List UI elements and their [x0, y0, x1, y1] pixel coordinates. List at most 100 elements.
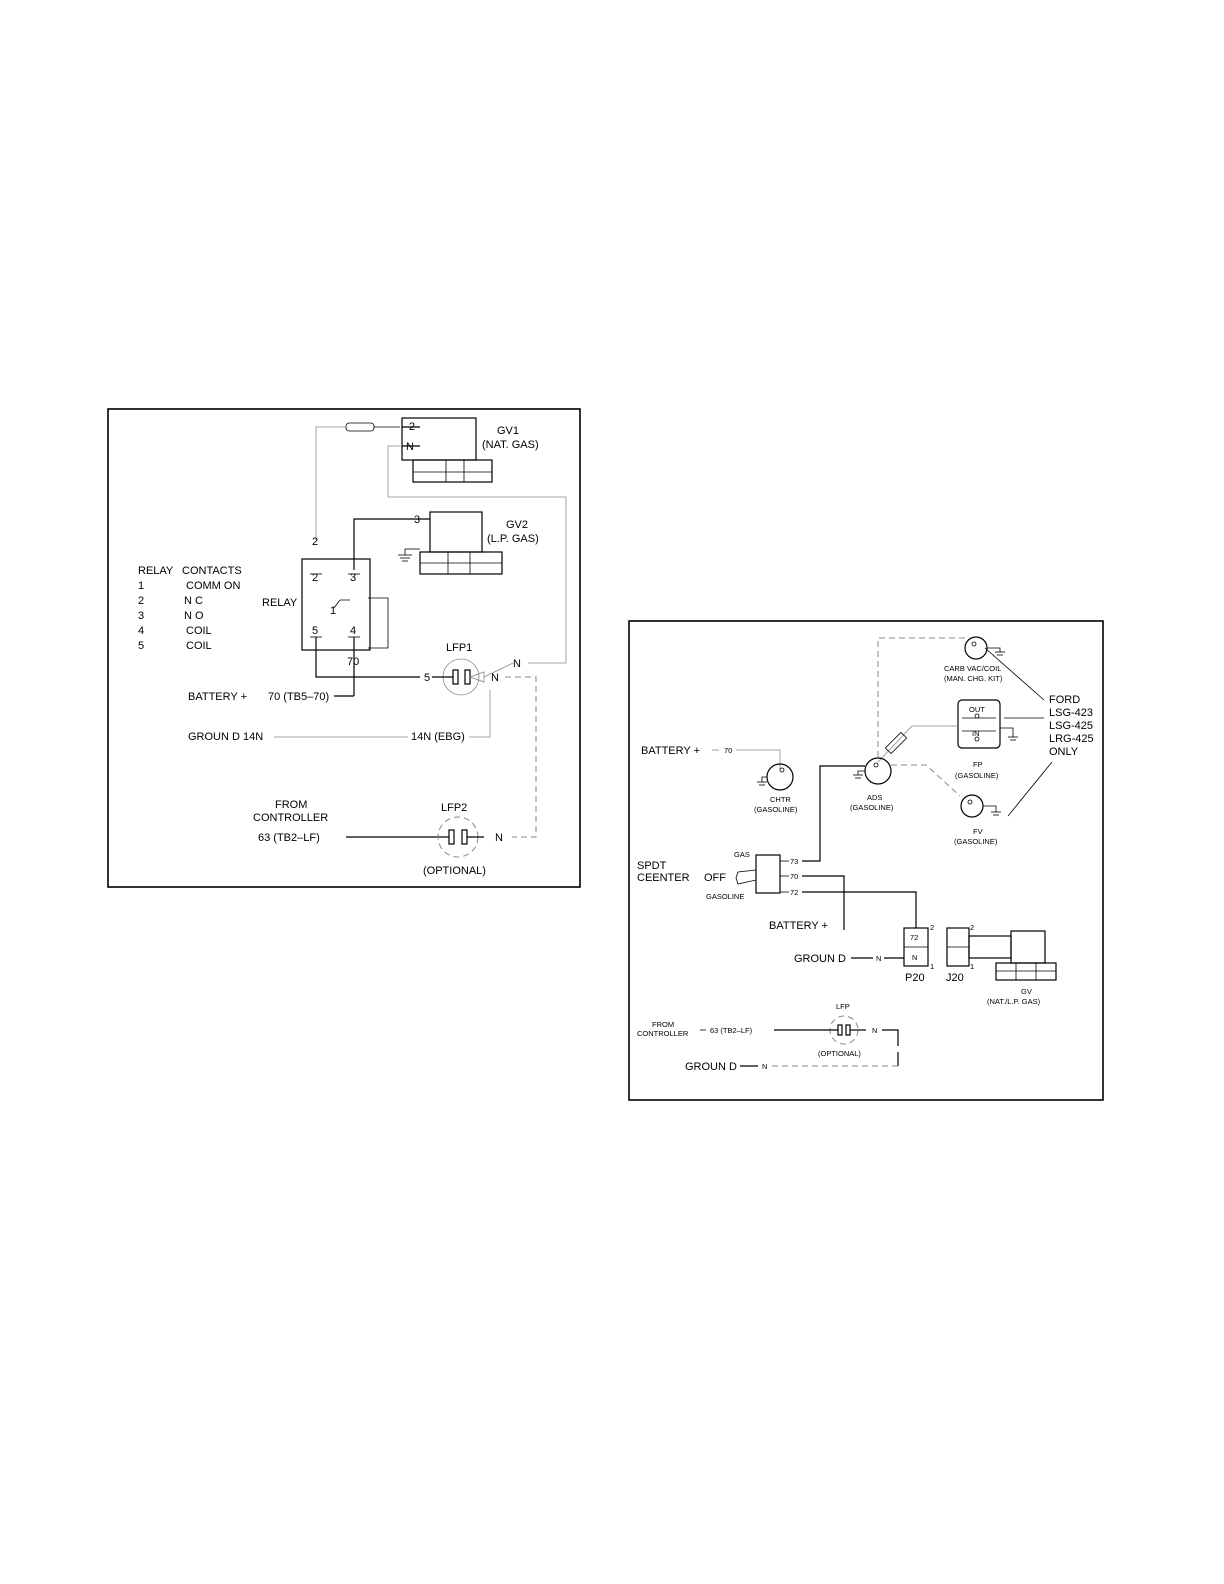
- ford-line-2: LSG-423: [1049, 707, 1093, 719]
- lfp1-pin-n: N: [491, 672, 499, 684]
- ford-line-3: LSG-425: [1049, 720, 1093, 732]
- lfp1-name: LFP1: [446, 642, 472, 654]
- legend-header-contacts: CONTACTS: [182, 565, 242, 577]
- controller-wire-label-2: 63 (TB2–LF): [710, 1026, 753, 1035]
- wire-73-ads: [802, 765, 865, 862]
- p20-top: 72: [910, 933, 918, 942]
- ground-label-3: GROUN D: [685, 1061, 737, 1073]
- gv-valve: [968, 930, 1057, 981]
- relay-contacts-legend: RELAY CONTACTS 1 COMM ON 2 N C 3 N O 4 C…: [138, 565, 242, 652]
- relay-terminal-3: 3: [350, 572, 356, 584]
- carb-note: (MAN. CHG. KIT): [944, 674, 1003, 683]
- carb-name: CARB VAC/COIL: [944, 664, 1001, 673]
- carb-vac-coil: [964, 636, 1005, 660]
- ford-pointer-fv: [1007, 761, 1053, 817]
- gv2-valve: [419, 511, 503, 575]
- fp-out: OUT: [969, 705, 985, 714]
- p20-bottom: N: [912, 953, 917, 962]
- legend-row-num: 1: [138, 580, 144, 592]
- gv2-type: (L.P. GAS): [487, 533, 539, 545]
- legend-row-desc: N O: [184, 610, 204, 622]
- lfp-n-wire: [882, 1029, 899, 1046]
- gv2-ground-icon: [398, 548, 420, 562]
- p20-pin2: 2: [930, 923, 934, 932]
- from-label: FROM: [275, 799, 307, 811]
- wire-2-to-relay: [315, 426, 346, 540]
- legend-row-desc: COIL: [186, 625, 212, 637]
- gv2-name: GV2: [506, 519, 528, 531]
- chtr-type: (GASOLINE): [754, 805, 798, 814]
- switch-off: OFF: [704, 872, 726, 884]
- chtr-name: CHTR: [770, 795, 791, 804]
- gv1-valve: [401, 417, 493, 483]
- ford-line-1: FORD: [1049, 694, 1080, 706]
- relay-terminal-4: 4: [350, 625, 356, 637]
- dashed-wire-lfp1-lfp2: [505, 676, 537, 838]
- inline-fuse: [884, 731, 908, 755]
- lfp2-name: LFP2: [441, 802, 467, 814]
- ground-wire-to-lfp1: [469, 690, 491, 738]
- gv-name: GV: [1021, 987, 1032, 996]
- j20-pin2: 2: [970, 923, 974, 932]
- diagram-2-frame: [628, 620, 1104, 1101]
- battery-wire-label-2: 70: [724, 746, 732, 755]
- wire-72-switch: [802, 891, 917, 928]
- lfp1-wire-n: N: [513, 658, 521, 670]
- lfp1-connector: [432, 658, 485, 696]
- p20-name: P20: [905, 972, 925, 984]
- switch-wire-70: 70: [790, 872, 798, 881]
- relay-box: [301, 558, 389, 651]
- legend-header-relay: RELAY: [138, 565, 174, 577]
- ground-label: GROUN D 14N: [188, 731, 263, 743]
- legend-row-desc: COIL: [186, 640, 212, 652]
- legend-row-num: 4: [138, 625, 144, 637]
- wire-3-gv2: [353, 518, 430, 570]
- wire-5-to-lfp1: [315, 637, 420, 678]
- lfp-connector: [774, 1015, 866, 1045]
- wire-70-chtr-2: [736, 749, 781, 770]
- battery-wire-label: 70 (TB5–70): [268, 691, 329, 703]
- lfp2-pin-n: N: [495, 832, 503, 844]
- toggle-switch-icon: [735, 854, 789, 894]
- ford-line-5: ONLY: [1049, 746, 1079, 758]
- lfp-note: (OPTIONAL): [818, 1049, 861, 1058]
- switch-wire-72: 72: [790, 888, 798, 897]
- fuse: [345, 422, 400, 432]
- relay-terminal-5: 5: [312, 625, 318, 637]
- from-label-2: FROM: [652, 1020, 674, 1029]
- battery-label: BATTERY +: [188, 691, 247, 703]
- gv-type: (NAT./L.P. GAS): [987, 997, 1041, 1006]
- relay-wire-2: 2: [312, 536, 318, 548]
- j20-connector: [946, 927, 970, 967]
- wire-n-gv1: [387, 445, 567, 664]
- j20-pin1: 1: [970, 962, 974, 971]
- gv2-pin-3: 3: [414, 514, 420, 526]
- relay-label: RELAY: [262, 597, 298, 609]
- ford-line-4: LRG-425: [1049, 733, 1094, 745]
- battery-label-2: BATTERY +: [641, 745, 700, 757]
- relay-wire-70: 70: [347, 656, 359, 668]
- relay-terminal-2: 2: [312, 572, 318, 584]
- ground-label-2: GROUN D: [794, 953, 846, 965]
- controller-label-2: CONTROLLER: [637, 1029, 689, 1038]
- controller-wire-label: 63 (TB2–LF): [258, 832, 320, 844]
- diagram-1: 2 N GV1 (NAT. GAS) 3 GV2 (L.P. GAS): [107, 408, 581, 888]
- dashed-wire-carb: [877, 637, 965, 762]
- fv-name: FV: [973, 827, 983, 836]
- p20-connector: [903, 927, 929, 967]
- ground-n-label: N: [876, 954, 881, 963]
- ford-pointer-carb: [984, 647, 1045, 701]
- legend-row-num: 3: [138, 610, 144, 622]
- fv-type: (GASOLINE): [954, 837, 998, 846]
- legend-row-desc: N C: [184, 595, 203, 607]
- legend-row-num: 5: [138, 640, 144, 652]
- gv1-type: (NAT. GAS): [482, 439, 539, 451]
- gv1-pin-n: N: [406, 441, 414, 453]
- switch-wire-73: 73: [790, 857, 798, 866]
- p20-pin1: 1: [930, 962, 934, 971]
- fp-type: (GASOLINE): [955, 771, 999, 780]
- ground-wire-label: 14N (EBG): [411, 731, 465, 743]
- lfp2-note: (OPTIONAL): [423, 865, 486, 877]
- chtr-heater: [757, 763, 794, 791]
